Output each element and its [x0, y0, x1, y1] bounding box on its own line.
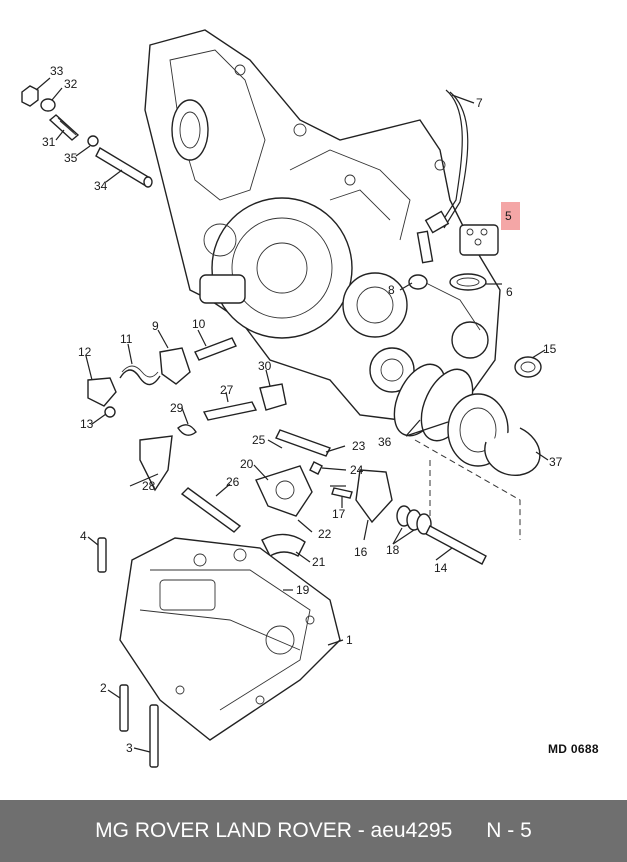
- callout-17: 17: [332, 507, 346, 521]
- callout-15: 15: [543, 342, 557, 356]
- callout-37: 37: [549, 455, 563, 469]
- callout-20: 20: [240, 457, 254, 471]
- callout-23: 23: [352, 439, 366, 453]
- callout-10: 10: [192, 317, 206, 331]
- leader-lines: [35, 77, 549, 753]
- callout-5: 5: [505, 209, 512, 223]
- footer-page-label: N - 5: [486, 819, 532, 842]
- callout-22: 22: [318, 527, 332, 541]
- callout-7: 7: [476, 96, 483, 110]
- callout-3: 3: [126, 741, 133, 755]
- callout-11: 11: [120, 332, 133, 346]
- callout-labels: 33 32 31 35 34 7 5 6 8 15 36 37 14 18 16…: [42, 64, 563, 755]
- selector-linkage-parts: [87, 337, 487, 613]
- callout-16: 16: [354, 545, 368, 559]
- callout-36: 36: [378, 435, 392, 449]
- callout-32: 32: [64, 77, 78, 91]
- callout-14: 14: [434, 561, 448, 575]
- callout-26: 26: [226, 475, 240, 489]
- callout-28: 28: [142, 479, 156, 493]
- callout-13: 13: [80, 417, 94, 431]
- callout-4: 4: [80, 529, 87, 543]
- callout-30: 30: [258, 359, 272, 373]
- diagram-reference-code: MD 0688: [548, 742, 599, 756]
- callout-25: 25: [252, 433, 266, 447]
- callout-6: 6: [506, 285, 513, 299]
- footer-bar: MG ROVER LAND ROVER - aeu4295 N - 5: [0, 800, 627, 862]
- callout-19: 19: [296, 583, 310, 597]
- footer-brand-text: MG ROVER LAND ROVER - aeu4295: [95, 819, 453, 842]
- highlight-box: [501, 202, 520, 230]
- detent-plunger-assembly: [21, 85, 153, 188]
- callout-12: 12: [78, 345, 92, 359]
- callout-24: 24: [350, 463, 364, 477]
- callout-35: 35: [64, 151, 78, 165]
- callout-9: 9: [152, 319, 159, 333]
- speedometer-cable-assembly: [408, 89, 542, 378]
- valve-body-assembly: [97, 537, 341, 768]
- callout-1: 1: [346, 633, 353, 647]
- callout-27: 27: [220, 383, 234, 397]
- callout-29: 29: [170, 401, 184, 415]
- exploded-parts-diagram: 33 32 31 35 34 7 5 6 8 15 36 37 14 18 16…: [21, 29, 563, 768]
- callout-33: 33: [50, 64, 64, 78]
- callout-8: 8: [388, 283, 395, 297]
- gearbox-casing: [144, 29, 501, 421]
- callout-21: 21: [312, 555, 326, 569]
- callout-34: 34: [94, 179, 108, 193]
- callout-31: 31: [42, 135, 56, 149]
- clutch-drum-group: [393, 363, 541, 540]
- callout-18: 18: [386, 543, 400, 557]
- callout-2: 2: [100, 681, 107, 695]
